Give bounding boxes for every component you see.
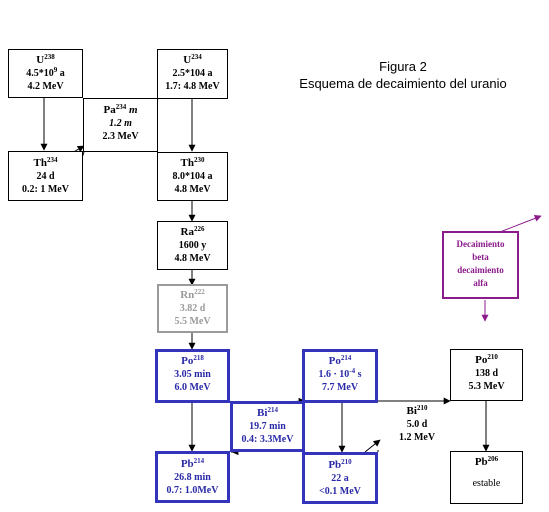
arrow-pb210-bi210-diag — [364, 439, 381, 453]
nuclide-pa234m: Pa234 m 1.2 m 2.3 MeV — [83, 98, 158, 152]
nuclide-th230: Th230 8.0*104 a 4.8 MeV — [157, 152, 228, 201]
nuclide-po214: Po214 1.6 · 10-4 s 7.7 MeV — [302, 349, 378, 403]
nuclide-pb206: Pb206 estable — [450, 451, 523, 504]
nuclide-u234: U234 2.5*104 a 1.7: 4.8 MeV — [157, 49, 228, 99]
figure-title: Figura 2 Esquema de decaimiento del uran… — [278, 58, 528, 92]
figure-number: Figura 2 — [379, 59, 427, 74]
nuclide-bi214: Bi214 19.7 min 0.4: 3.3MeV — [230, 401, 305, 452]
nuclide-pb214: Pb214 26.8 min 0.7: 1.0MeV — [155, 451, 230, 503]
decay-legend: Decaimiento beta decaimiento alfa — [442, 231, 519, 299]
nuclide-ra226: Ra226 1600 y 4.8 MeV — [157, 221, 228, 270]
nuclide-th234: Th234 24 d 0.2: 1 MeV — [8, 151, 83, 201]
nuclide-po218: Po218 3.05 min 6.0 MeV — [155, 349, 230, 403]
nuclide-rn222: Rn222 3.82 d 5.5 MeV — [157, 284, 228, 333]
nuclide-po210: Po210 138 d 5.3 MeV — [450, 349, 523, 401]
nuclide-u238: U238 4.5*109 a 4.2 MeV — [8, 49, 83, 98]
nuclide-pb210: Pb210 22 a <0.1 MeV — [302, 452, 378, 504]
legend-beta-arrow — [499, 215, 542, 233]
figure-caption: Esquema de decaimiento del uranio — [299, 76, 507, 91]
nuclide-bi210: Bi210 5.0 d 1.2 MeV — [398, 404, 436, 444]
